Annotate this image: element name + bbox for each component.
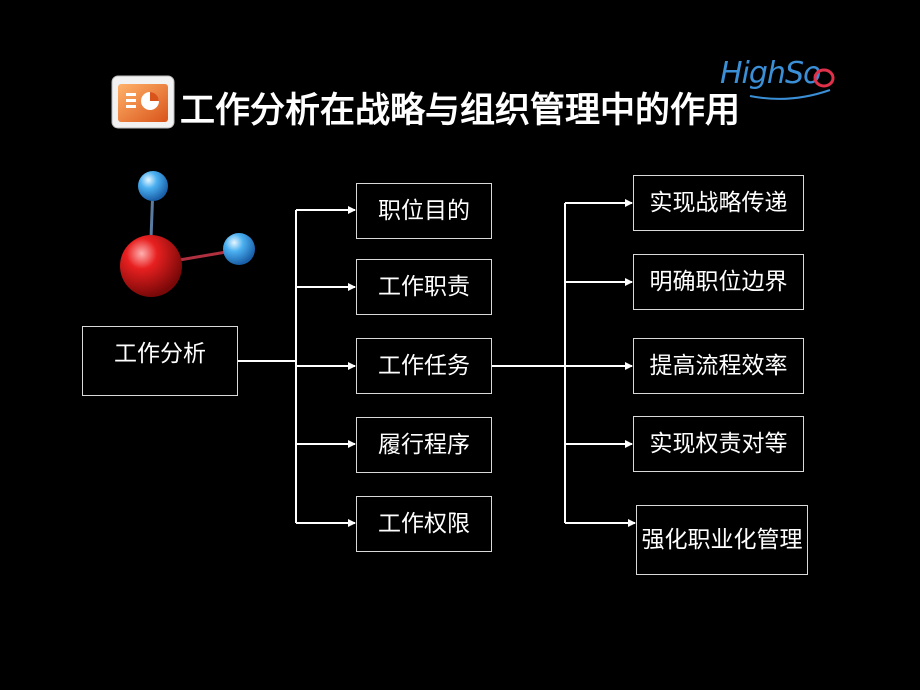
right-box-4: 强化职业化管理 <box>636 505 808 575</box>
right-box-label: 实现权责对等 <box>649 431 788 457</box>
middle-box-3: 履行程序 <box>356 417 492 473</box>
right-box-label: 强化职业化管理 <box>641 527 803 553</box>
middle-box-label: 工作职责 <box>378 274 470 300</box>
root-box: 工作分析 <box>82 326 238 396</box>
middle-box-label: 工作权限 <box>378 511 470 537</box>
page-title: 工作分析在战略与组织管理中的作用 <box>180 91 741 131</box>
root-label: 工作分析 <box>114 341 206 367</box>
right-box-1: 明确职位边界 <box>633 254 804 310</box>
middle-box-1: 工作职责 <box>356 259 492 315</box>
middle-box-label: 工作任务 <box>378 353 470 379</box>
right-box-3: 实现权责对等 <box>633 416 804 472</box>
middle-box-label: 职位目的 <box>378 198 470 224</box>
right-box-label: 实现战略传递 <box>649 190 788 216</box>
logo-text: HighSo <box>720 56 821 91</box>
right-box-2: 提高流程效率 <box>633 338 804 394</box>
right-box-label: 提高流程效率 <box>649 353 788 379</box>
middle-box-2: 工作任务 <box>356 338 492 394</box>
highso-logo-icon: HighSo <box>720 56 821 91</box>
right-box-0: 实现战略传递 <box>633 175 804 231</box>
middle-box-4: 工作权限 <box>356 496 492 552</box>
right-box-label: 明确职位边界 <box>649 269 788 295</box>
middle-box-0: 职位目的 <box>356 183 492 239</box>
middle-box-label: 履行程序 <box>378 432 470 458</box>
